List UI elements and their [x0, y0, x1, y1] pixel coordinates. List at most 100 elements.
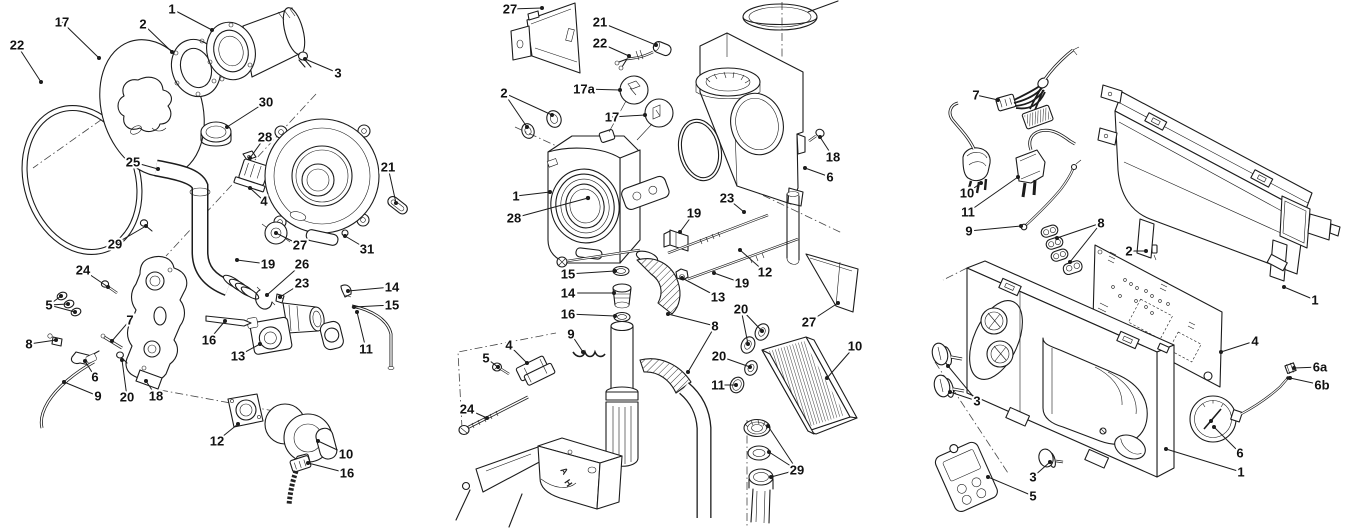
part-label-11: 11	[709, 376, 738, 395]
panel-knob	[1038, 448, 1064, 468]
leader-line	[171, 8, 213, 31]
detail-circle-17	[636, 98, 674, 141]
part-label-17: 17	[53, 13, 101, 60]
leader-dot	[986, 475, 990, 479]
leader-dot	[170, 50, 174, 54]
leader-dot	[1016, 175, 1020, 179]
leader-dot	[144, 224, 148, 228]
part-number: 12	[210, 434, 224, 449]
part-label-10: 10	[316, 439, 355, 464]
part-number: 5	[482, 351, 489, 366]
part-label-20: 20	[710, 347, 752, 369]
leader-dot	[946, 364, 950, 368]
leader-dot	[548, 190, 552, 194]
part-label-10: 10	[958, 181, 983, 203]
leader-dot	[343, 234, 347, 238]
long-screw	[556, 248, 641, 268]
leader-dot	[1164, 447, 1168, 451]
part-label-24: 24	[458, 400, 489, 420]
part-label-13: 13	[680, 276, 727, 307]
leader-dot	[769, 475, 773, 479]
leader-line	[28, 339, 57, 345]
leader-line	[48, 303, 69, 306]
leader-dot	[66, 302, 70, 306]
leader-dot	[1144, 249, 1148, 253]
part-number: 9	[94, 389, 101, 404]
screw	[808, 128, 825, 142]
spring-clip	[572, 349, 606, 358]
part-label-7: 7	[970, 86, 1000, 105]
leader-dot	[742, 210, 746, 214]
leader-line	[275, 232, 301, 246]
electrode	[205, 315, 252, 327]
part-label-29: 29	[106, 224, 148, 254]
part-number: 31	[360, 242, 374, 257]
leader-dot	[352, 305, 356, 309]
leader-line	[48, 295, 62, 306]
air-tube	[154, 159, 260, 300]
part-label-2: 2	[498, 84, 554, 129]
leader-line	[237, 343, 261, 357]
leader-line	[121, 359, 128, 398]
leader-dot	[613, 314, 617, 318]
back-frame	[1097, 84, 1341, 282]
leader-line	[63, 381, 99, 397]
leader-line	[509, 7, 543, 10]
part-label-11: 11	[355, 310, 375, 359]
part-label-6: 6	[83, 359, 101, 387]
part-label-21: 21	[591, 13, 658, 47]
part-label-28: 28	[248, 128, 274, 160]
siphon-pipe	[605, 320, 639, 467]
part-number: 4	[505, 338, 513, 353]
panel-knob	[931, 342, 963, 366]
leader-line	[387, 166, 397, 204]
part-number: 20	[712, 349, 726, 364]
part-label-10: 10	[825, 337, 864, 380]
leader-dot	[643, 113, 647, 117]
valve-flange	[227, 393, 264, 428]
leader-line	[114, 225, 147, 245]
part-number: 2	[1125, 244, 1132, 259]
part-number: 15	[561, 267, 575, 282]
part-label-16: 16	[200, 319, 227, 350]
part-number: 8	[1097, 216, 1104, 231]
part-number: 22	[10, 38, 24, 53]
pressure-gauge	[1189, 362, 1297, 443]
leader-line	[966, 182, 982, 194]
part-number: 28	[507, 211, 521, 226]
leader-dot	[83, 359, 87, 363]
leader-dot	[1212, 425, 1216, 429]
part-label-22: 22	[591, 34, 631, 58]
leader-line	[687, 325, 716, 373]
part-label-27: 27	[501, 0, 544, 19]
leader-line	[266, 263, 303, 296]
part-number: 8	[711, 319, 718, 334]
axis-line	[457, 332, 557, 429]
leader-line	[145, 380, 157, 397]
part-label-5: 5	[43, 294, 77, 315]
leader-dot	[156, 167, 160, 171]
leader-line	[599, 21, 657, 46]
bracket-mark-a: A	[558, 465, 570, 476]
part-number: 1	[1311, 293, 1318, 308]
part-number: 1	[512, 189, 519, 204]
gas-valve	[264, 403, 338, 466]
leader-dot	[278, 295, 282, 299]
part-number: 4	[1251, 334, 1259, 349]
ignition-cable	[614, 41, 672, 71]
leader-dot	[767, 450, 771, 454]
part-number: 18	[826, 150, 840, 165]
leader-line	[947, 365, 978, 402]
flue-hose-lower	[639, 358, 712, 518]
part-label-8: 8	[666, 312, 721, 374]
power-plug	[948, 101, 991, 194]
cut-leader	[807, 0, 839, 13]
part-label-9: 9	[62, 380, 104, 406]
part-label-16: 16	[306, 461, 356, 483]
leader-dot	[39, 80, 43, 84]
leader-dot	[106, 285, 110, 289]
leader-line	[307, 462, 348, 474]
leader-line	[987, 476, 1034, 497]
part-label-27: 27	[274, 231, 309, 255]
leader-dot	[1055, 236, 1059, 240]
